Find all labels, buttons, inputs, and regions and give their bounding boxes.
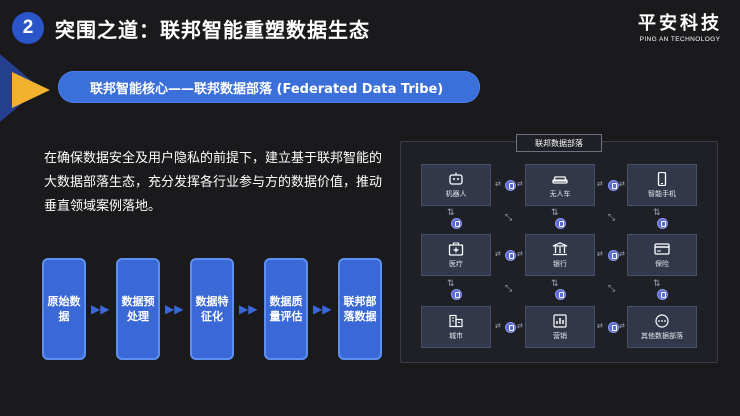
arrow-icon: ⇄ xyxy=(495,322,501,330)
data-tribe-panel: 联邦数据部落 机器人 无人车 智能手机 医疗 银行 保险 城市 营销 其他数据部… xyxy=(400,134,718,363)
medical-kit-icon xyxy=(448,242,464,256)
flow-step-raw-data: 原始数据 xyxy=(42,258,86,360)
arrow-icon: ⇅ xyxy=(653,208,661,218)
lock-icon xyxy=(451,218,462,229)
flow-step-preprocess: 数据预处理 xyxy=(116,258,160,360)
more-icon xyxy=(655,313,669,328)
node-label: 医疗 xyxy=(449,259,463,268)
flow-step-tribe-data: 联邦部落数据 xyxy=(338,258,382,360)
description-text: 在确保数据安全及用户隐私的前提下，建立基于联邦智能的大数据部落生态，充分发挥各行… xyxy=(44,151,383,214)
flow-arrow-icon: ▶▶ xyxy=(313,302,332,316)
node-label: 机器人 xyxy=(445,189,467,198)
arrow-icon: ⇅ xyxy=(653,279,661,289)
city-icon xyxy=(449,314,463,327)
node-bank: 银行 xyxy=(525,234,595,276)
node-label: 智能手机 xyxy=(648,189,676,198)
arrow-icon: ⇄ xyxy=(495,180,501,188)
arrow-icon: ⇅ xyxy=(551,279,559,289)
car-icon xyxy=(552,175,568,184)
flow-arrow-icon: ▶▶ xyxy=(91,302,110,316)
arrow-icon: ⤡ xyxy=(505,213,513,223)
arrow-icon: ⤡ xyxy=(505,284,513,294)
node-city: 城市 xyxy=(421,306,491,348)
panel-title: 联邦数据部落 xyxy=(516,134,602,152)
bar-chart-icon xyxy=(553,313,567,328)
lock-icon xyxy=(505,250,516,261)
node-label: 银行 xyxy=(553,259,567,268)
flow-arrow-icon: ▶▶ xyxy=(239,302,258,316)
arrow-icon: ⇄ xyxy=(495,250,501,258)
brand-logo: 平安科技 PING AN TECHNOLOGY xyxy=(638,13,722,44)
section-number-badge: 2 xyxy=(12,12,44,44)
lock-icon xyxy=(657,218,668,229)
page-title: 突围之道：联邦智能重塑数据生态 xyxy=(55,18,370,42)
robot-icon xyxy=(449,172,463,185)
flow-arrow-icon: ▶▶ xyxy=(165,302,184,316)
node-marketing: 营销 xyxy=(525,306,595,348)
arrow-icon: ⇄ xyxy=(619,180,625,188)
logo-text-en: PING AN TECHNOLOGY xyxy=(639,36,721,43)
node-smartphone: 智能手机 xyxy=(627,164,697,206)
process-flow: 原始数据 ▶▶ 数据预处理 ▶▶ 数据特征化 ▶▶ 数据质量评估 ▶▶ 联邦部落… xyxy=(42,258,387,363)
arrow-icon: ⇄ xyxy=(597,180,603,188)
lock-icon xyxy=(657,289,668,300)
lock-icon xyxy=(505,322,516,333)
node-robot: 机器人 xyxy=(421,164,491,206)
node-label: 城市 xyxy=(449,331,463,340)
node-other-tribes: 其他数据部落 xyxy=(627,306,697,348)
lock-icon xyxy=(608,180,619,191)
smartphone-icon xyxy=(657,171,667,186)
logo-text-cn: 平安科技 xyxy=(638,13,722,34)
slide-header: 2 突围之道：联邦智能重塑数据生态 平安科技 PING AN TECHNOLOG… xyxy=(0,0,740,55)
arrow-icon: ⇄ xyxy=(517,322,523,330)
arrow-icon: ⇄ xyxy=(597,250,603,258)
lock-icon xyxy=(608,250,619,261)
arrow-icon: ⇄ xyxy=(517,180,523,188)
node-label: 保险 xyxy=(655,259,669,268)
lock-icon xyxy=(555,289,566,300)
lock-icon xyxy=(555,218,566,229)
node-driverless-car: 无人车 xyxy=(525,164,595,206)
arrow-icon: ⇄ xyxy=(619,322,625,330)
arrow-icon: ⇄ xyxy=(619,250,625,258)
flow-step-featurize: 数据特征化 xyxy=(190,258,234,360)
subtitle-banner: 联邦智能核心——联邦数据部落 (Federated Data Tribe) xyxy=(58,71,480,103)
arrow-icon: ⤡ xyxy=(608,213,616,223)
node-medical: 医疗 xyxy=(421,234,491,276)
arrow-icon: ⤡ xyxy=(608,284,616,294)
lock-icon xyxy=(608,322,619,333)
flow-step-quality: 数据质量评估 xyxy=(264,258,308,360)
arrow-icon: ⇅ xyxy=(447,279,455,289)
arrow-icon: ⇅ xyxy=(551,208,559,218)
bank-icon xyxy=(552,241,568,255)
decorative-triangle-gold xyxy=(12,72,50,108)
card-icon xyxy=(654,242,670,255)
lock-icon xyxy=(505,180,516,191)
node-label: 其他数据部落 xyxy=(641,331,683,340)
arrow-icon: ⇄ xyxy=(517,250,523,258)
arrow-icon: ⇅ xyxy=(447,208,455,218)
node-label: 营销 xyxy=(553,331,567,340)
lock-icon xyxy=(451,289,462,300)
node-insurance: 保险 xyxy=(627,234,697,276)
arrow-icon: ⇄ xyxy=(597,322,603,330)
node-label: 无人车 xyxy=(549,189,571,198)
